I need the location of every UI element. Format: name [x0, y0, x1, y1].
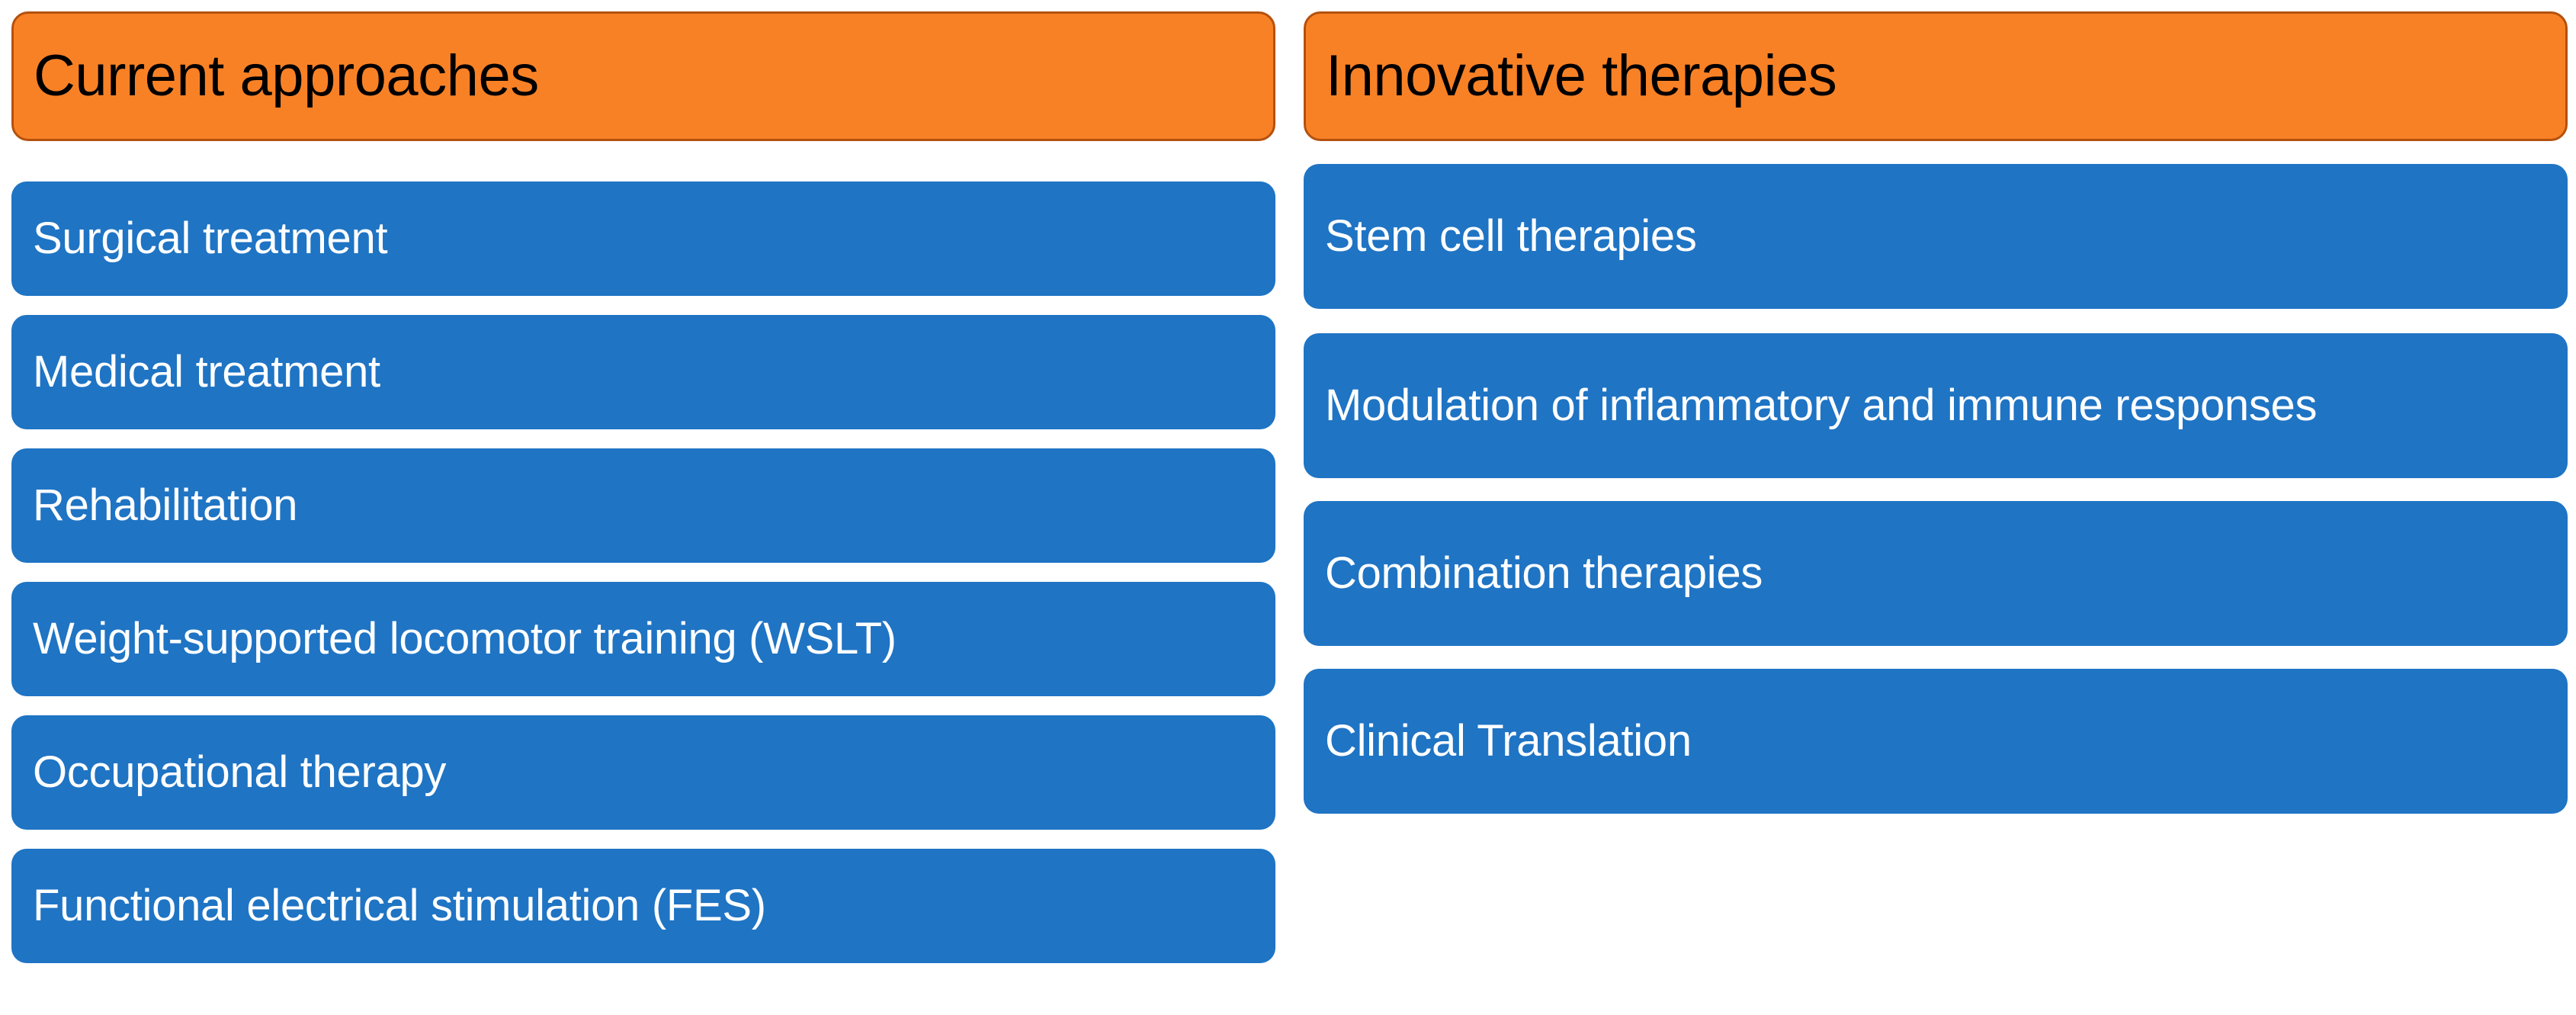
list-item[interactable]: Rehabilitation [11, 448, 1275, 563]
list-item-label: Rehabilitation [33, 480, 298, 530]
list-item-label: Stem cell therapies [1325, 210, 1697, 261]
list-item[interactable]: Clinical Translation [1304, 669, 2568, 814]
list-item-label: Functional electrical stimulation (FES) [33, 880, 766, 930]
list-item-label: Weight-supported locomotor training (WSL… [33, 613, 897, 663]
column-header-current-approaches[interactable]: Current approaches [11, 11, 1275, 141]
list-item[interactable]: Surgical treatment [11, 181, 1275, 296]
list-item-label: Medical treatment [33, 346, 380, 397]
list-item[interactable]: Stem cell therapies [1304, 164, 2568, 309]
list-item-label: Surgical treatment [33, 213, 388, 263]
list-item-label: Occupational therapy [33, 747, 447, 797]
column-header-label: Current approaches [34, 43, 539, 109]
list-item-label: Clinical Translation [1325, 715, 1692, 766]
column-header-label: Innovative therapies [1326, 43, 1837, 109]
column-header-innovative-therapies[interactable]: Innovative therapies [1304, 11, 2568, 141]
column-current-approaches: Current approaches Surgical treatment Me… [11, 0, 1275, 1015]
list-item[interactable]: Modulation of inflammatory and immune re… [1304, 333, 2568, 478]
list-item-label: Modulation of inflammatory and immune re… [1325, 380, 2318, 430]
list-item[interactable]: Combination therapies [1304, 501, 2568, 646]
list-item[interactable]: Weight-supported locomotor training (WSL… [11, 582, 1275, 696]
list-item[interactable]: Medical treatment [11, 315, 1275, 429]
list-item[interactable]: Functional electrical stimulation (FES) [11, 849, 1275, 963]
list-item[interactable]: Occupational therapy [11, 715, 1275, 830]
list-item-label: Combination therapies [1325, 548, 1763, 598]
column-innovative-therapies: Innovative therapies Stem cell therapies… [1304, 0, 2568, 1015]
